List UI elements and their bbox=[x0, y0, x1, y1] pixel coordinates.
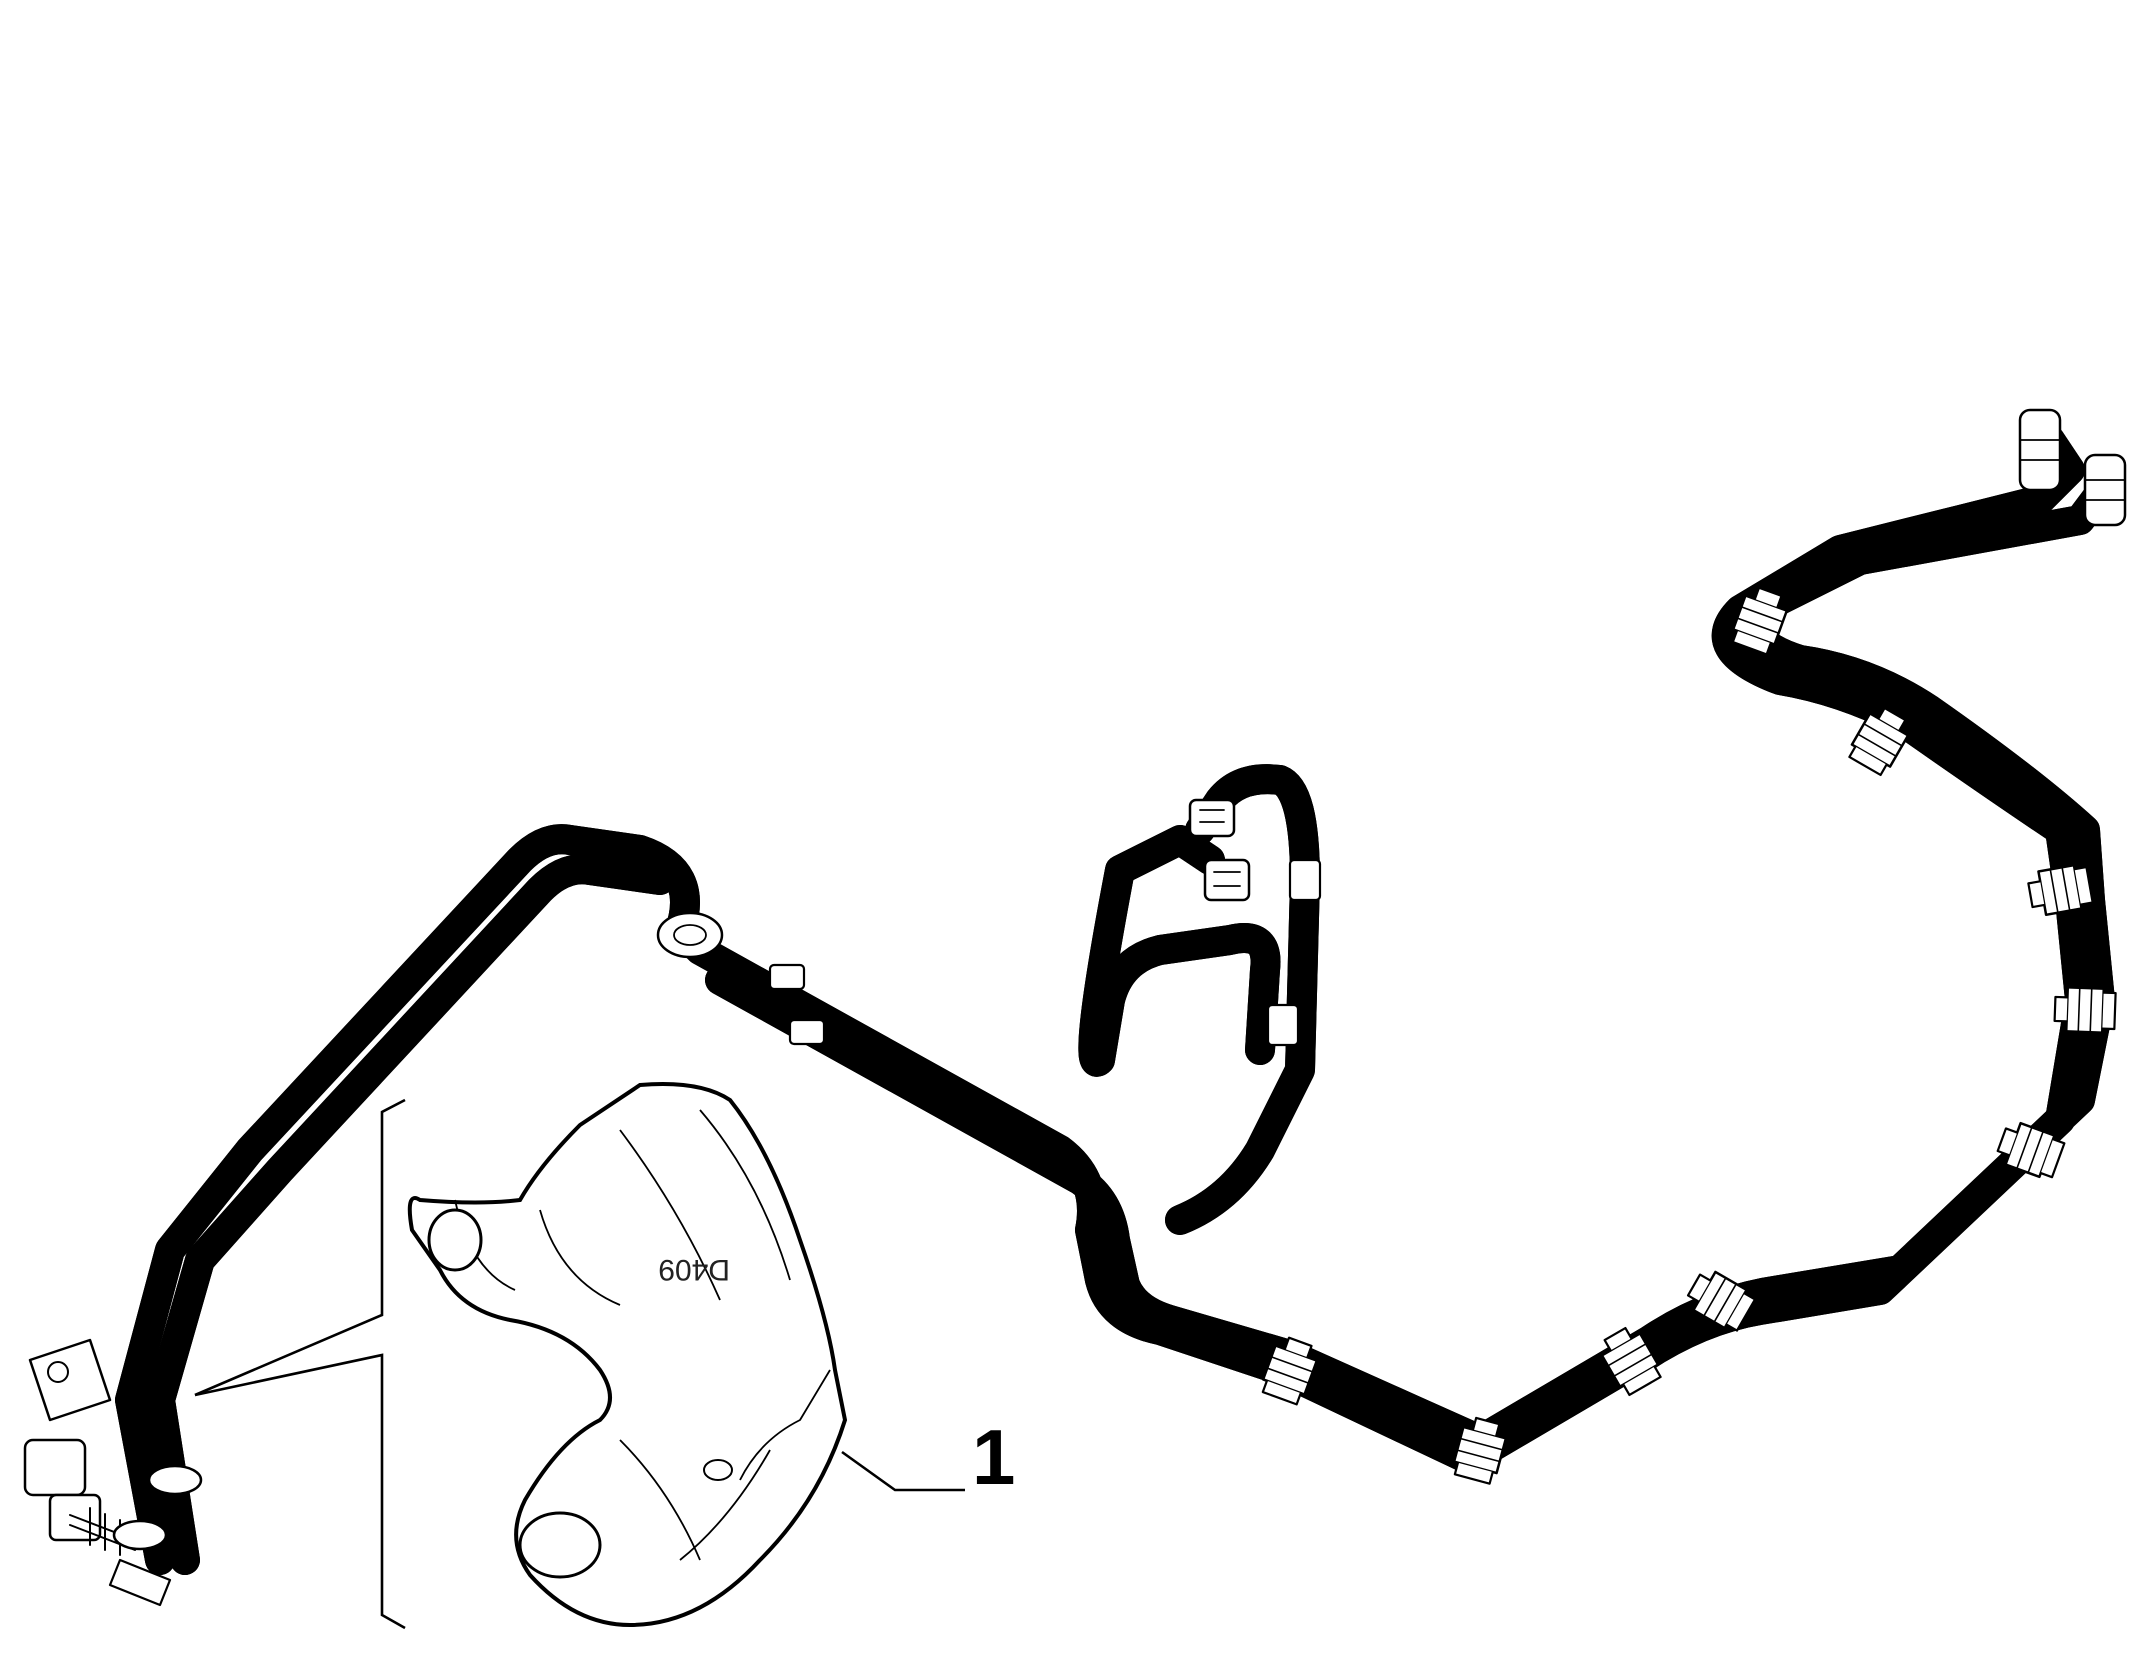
left-end-fittings bbox=[23, 1338, 203, 1607]
part-stamp: D409 bbox=[658, 1253, 730, 1286]
center-connectors bbox=[656, 798, 1322, 1047]
assembly-bracket bbox=[194, 1098, 406, 1630]
fuel-hose-assembly bbox=[23, 408, 2127, 1607]
heat-shield-part: D409 bbox=[407, 1082, 848, 1628]
main-hose-pair bbox=[115, 425, 2125, 1575]
center-hose-loop bbox=[1093, 779, 1320, 1235]
callout-number-1: 1 bbox=[972, 1413, 1016, 1501]
callout-leader-1 bbox=[841, 1450, 965, 1492]
top-right-connectors bbox=[2018, 408, 2127, 527]
